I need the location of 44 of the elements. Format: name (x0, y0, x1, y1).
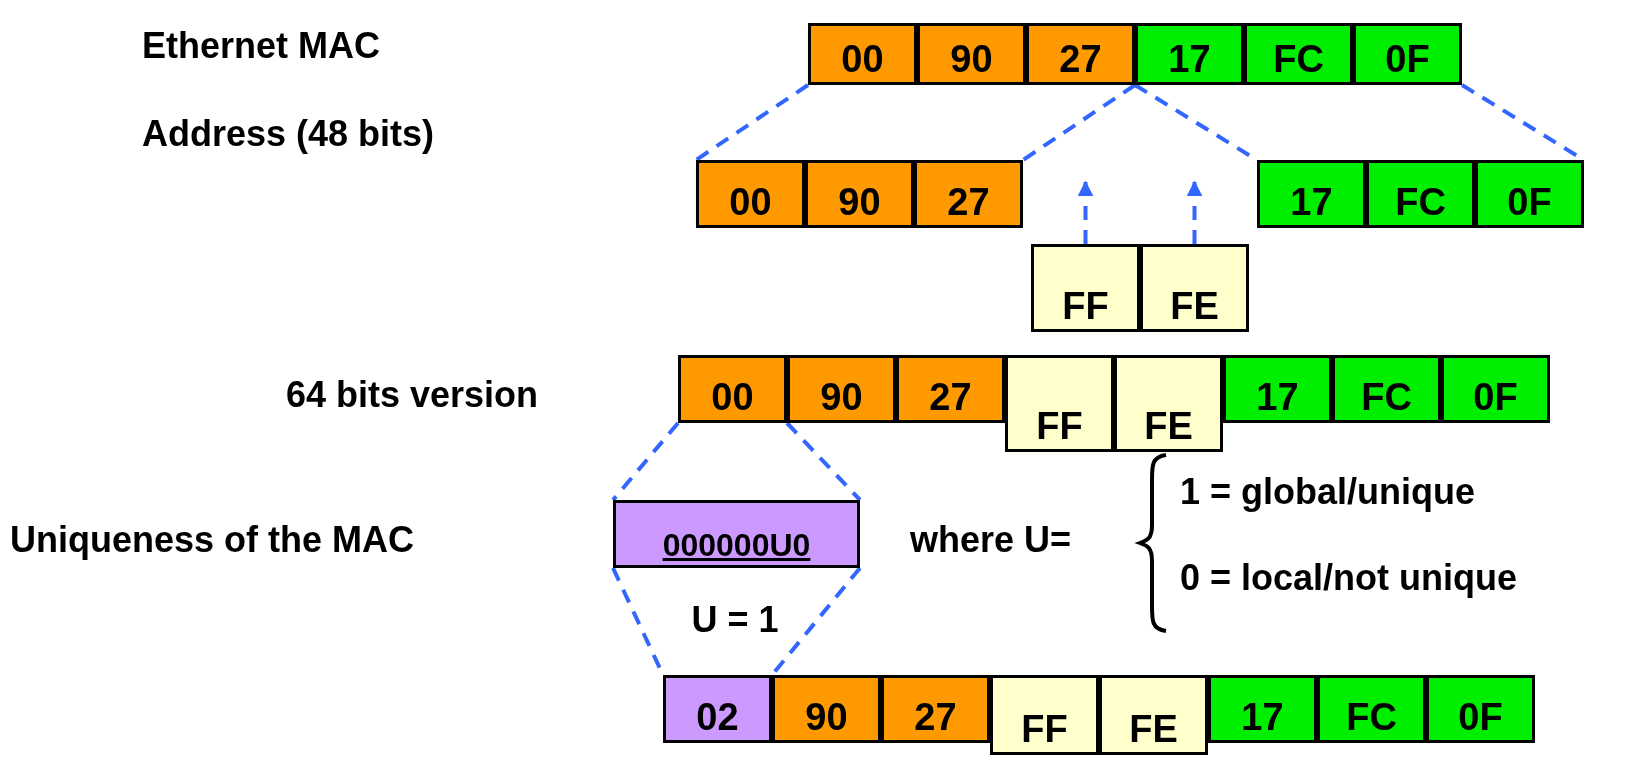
byte-cell: 00 (696, 160, 805, 228)
byte-cell: 17 (1257, 160, 1366, 228)
byte-cell: 27 (881, 675, 990, 743)
byte-cell: 000000U0 (613, 500, 860, 568)
byte-cell: 90 (772, 675, 881, 743)
dashed-line (611, 421, 680, 502)
label-text: 0 = local/not unique (1180, 558, 1519, 598)
dashed-line (1021, 83, 1137, 162)
byte-cell: FF (990, 675, 1099, 755)
byte-cell: FC (1317, 675, 1426, 743)
byte-cell: 02 (663, 675, 772, 743)
byte-cell: 90 (917, 23, 1026, 85)
byte-cell: 0F (1441, 355, 1550, 423)
byte-cell: 00 (808, 23, 917, 85)
dashed-arrow (1186, 180, 1203, 244)
byte-cell: FF (1005, 355, 1114, 452)
byte-cell: FF (1031, 244, 1140, 332)
byte-cell: 17 (1208, 675, 1317, 743)
byte-cell: 0F (1353, 23, 1462, 85)
byte-cell: 27 (914, 160, 1023, 228)
dashed-line (694, 83, 810, 162)
byte-cell: 90 (787, 355, 896, 423)
dashed-arrow (1077, 180, 1094, 244)
byte-cell: 27 (1026, 23, 1135, 85)
label-text: U = 1 (690, 600, 780, 640)
label-text: Uniqueness of the MAC (10, 520, 415, 560)
label-text: where U= (910, 520, 1073, 560)
byte-cell: 27 (896, 355, 1005, 423)
byte-cell: 17 (1135, 23, 1244, 85)
label-text: Ethernet MAC Address (48 bits) (142, 24, 436, 156)
label-text: 1 = global/unique (1180, 472, 1477, 512)
byte-cell: 00 (678, 355, 787, 423)
dashed-line (785, 421, 862, 502)
byte-cell: 17 (1223, 355, 1332, 423)
byte-cell: FE (1140, 244, 1249, 332)
byte-cell: 0F (1426, 675, 1535, 743)
label-text: 64 bits version (284, 375, 538, 415)
byte-cell: FE (1114, 355, 1223, 452)
byte-cell: FC (1244, 23, 1353, 85)
byte-cell: FE (1099, 675, 1208, 755)
byte-cell: FC (1366, 160, 1475, 228)
byte-cell: FC (1332, 355, 1441, 423)
byte-cell: 0F (1475, 160, 1584, 228)
byte-cell: 90 (805, 160, 914, 228)
